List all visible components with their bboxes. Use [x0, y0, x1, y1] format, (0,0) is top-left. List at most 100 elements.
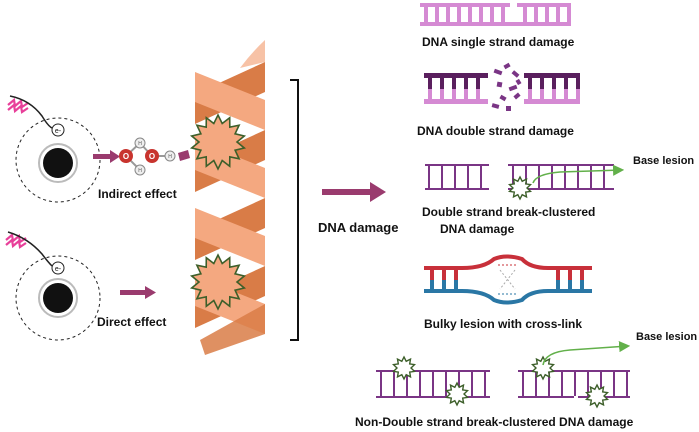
bracket: [290, 79, 299, 341]
base-lesion-label-2: Base lesion: [636, 331, 697, 343]
dna-rung: [574, 372, 576, 396]
dna-rung: [479, 7, 483, 22]
direct-cell: e-: [15, 255, 101, 341]
dna-rung: [534, 7, 538, 22]
dna-rung: [464, 89, 468, 99]
dna-rung: [580, 280, 584, 290]
indirect-effect-label: Indirect effect: [98, 187, 177, 201]
direct-arrow: [120, 286, 156, 299]
dna-rung: [603, 166, 605, 188]
dna-rung: [393, 372, 395, 396]
dna-rung: [552, 89, 556, 99]
dna-rung: [501, 7, 505, 22]
dna-rung: [440, 78, 444, 89]
dna-rung: [564, 78, 568, 89]
electron-label-1: e-: [55, 128, 62, 135]
dna-rung: [452, 89, 456, 99]
bulky-lesion-ladder: [424, 254, 592, 305]
base-lesion-arrow-1: [532, 164, 625, 184]
dna-rung: [576, 78, 580, 89]
lightning-icon-1: [7, 95, 53, 129]
dna-rung: [490, 7, 494, 22]
dna-rung: [467, 166, 469, 188]
atom-h1: H: [138, 141, 142, 147]
dna-rung: [380, 372, 382, 396]
dna-damage-arrow: [322, 182, 386, 202]
base-lesion-arrow-2: [542, 341, 631, 366]
dna-rung: [568, 270, 572, 280]
molecule-to-helix-arrow: [178, 150, 190, 161]
dna-rung: [432, 372, 434, 396]
dna-rung: [445, 372, 447, 396]
lightning-icon-2: [5, 231, 53, 267]
dna-rung: [564, 89, 568, 99]
dna-rung: [587, 372, 589, 396]
dna-rung: [468, 7, 472, 22]
bulky-lesion-label: Bulky lesion with cross-link: [424, 317, 582, 331]
non-dsb-lesion-icons: [391, 355, 610, 409]
dna-fragment: [508, 84, 518, 92]
dna-rung: [523, 7, 527, 22]
dna-rung: [442, 280, 446, 290]
dna-fragment: [513, 92, 521, 100]
dsb-clustered-label-1: Double strand break-clustered: [422, 205, 595, 219]
dna-rung: [476, 78, 480, 89]
dna-rung: [525, 166, 527, 188]
dna-rung: [454, 280, 458, 290]
dna-fragment: [506, 106, 511, 111]
dna-fragment: [496, 81, 503, 88]
dna-rung: [590, 166, 592, 188]
single-strand-ladder: [420, 3, 571, 26]
dna-rung: [428, 166, 430, 188]
dna-rung: [545, 7, 549, 22]
dna-rung: [626, 372, 628, 396]
dna-rung: [457, 7, 461, 22]
dna-rung: [548, 372, 550, 396]
dsb-clustered-label-2: DNA damage: [440, 222, 515, 236]
dna-rung: [430, 270, 434, 280]
dna-rung: [552, 78, 556, 89]
helix-lesion-star-2: [189, 253, 247, 311]
dna-rung: [522, 372, 524, 396]
dna-rung: [568, 280, 572, 290]
dna-rung: [484, 372, 486, 396]
double-strand-label: DNA double strand damage: [417, 124, 574, 138]
dna-damage-label: DNA damage: [318, 220, 398, 235]
dna-rung: [540, 89, 544, 99]
dna-fragment: [503, 62, 511, 70]
single-strand-label: DNA single strand damage: [422, 35, 575, 49]
dna-rung: [556, 280, 560, 290]
dna-rung: [442, 270, 446, 280]
dna-rung: [512, 166, 514, 188]
atom-o2: O: [149, 152, 155, 161]
dna-rung: [441, 166, 443, 188]
dna-rung: [430, 280, 434, 290]
dna-rung: [446, 7, 450, 22]
dna-rung: [528, 89, 532, 99]
dna-rung: [454, 270, 458, 280]
dna-rung: [419, 372, 421, 396]
dna-rung: [528, 78, 532, 89]
dna-rung: [471, 372, 473, 396]
dna-rung: [476, 89, 480, 99]
dna-rung: [600, 372, 602, 396]
dsb-lesion-icon: [507, 175, 533, 201]
indirect-arrow: [93, 150, 120, 163]
dna-rung: [435, 7, 439, 22]
dna-rung: [454, 166, 456, 188]
dna-fragment: [499, 94, 507, 102]
dna-rung: [424, 7, 428, 22]
dna-rung: [540, 78, 544, 89]
dna-rung: [577, 166, 579, 188]
dna-rung: [464, 78, 468, 89]
indirect-cell: e-: [15, 117, 101, 203]
atom-h3: H: [168, 154, 172, 160]
dna-rung: [564, 166, 566, 188]
dna-rung: [561, 372, 563, 396]
dna-rung: [428, 78, 432, 89]
dna-rung: [480, 166, 482, 188]
dna-rung: [580, 270, 584, 280]
peroxide-molecule-icon: O O H H H: [119, 137, 176, 176]
atom-o1: O: [123, 152, 129, 161]
